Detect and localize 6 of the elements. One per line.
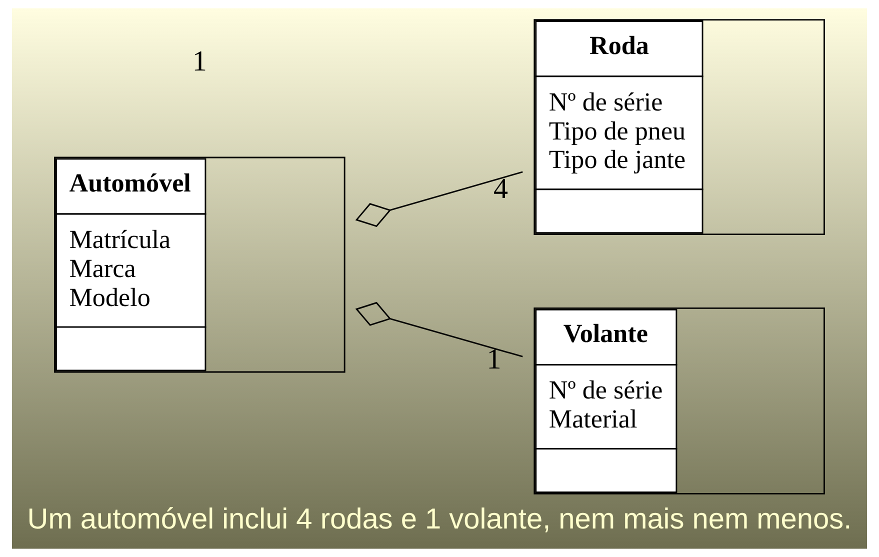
caption: Um automóvel inclui 4 rodas e 1 volante, nem mais nem menos. <box>27 503 852 536</box>
connector <box>355 171 523 227</box>
edge-label: 1 <box>486 343 502 376</box>
label: 1 <box>192 46 207 78</box>
connector <box>355 302 523 358</box>
edge-label: 4 <box>494 173 508 206</box>
